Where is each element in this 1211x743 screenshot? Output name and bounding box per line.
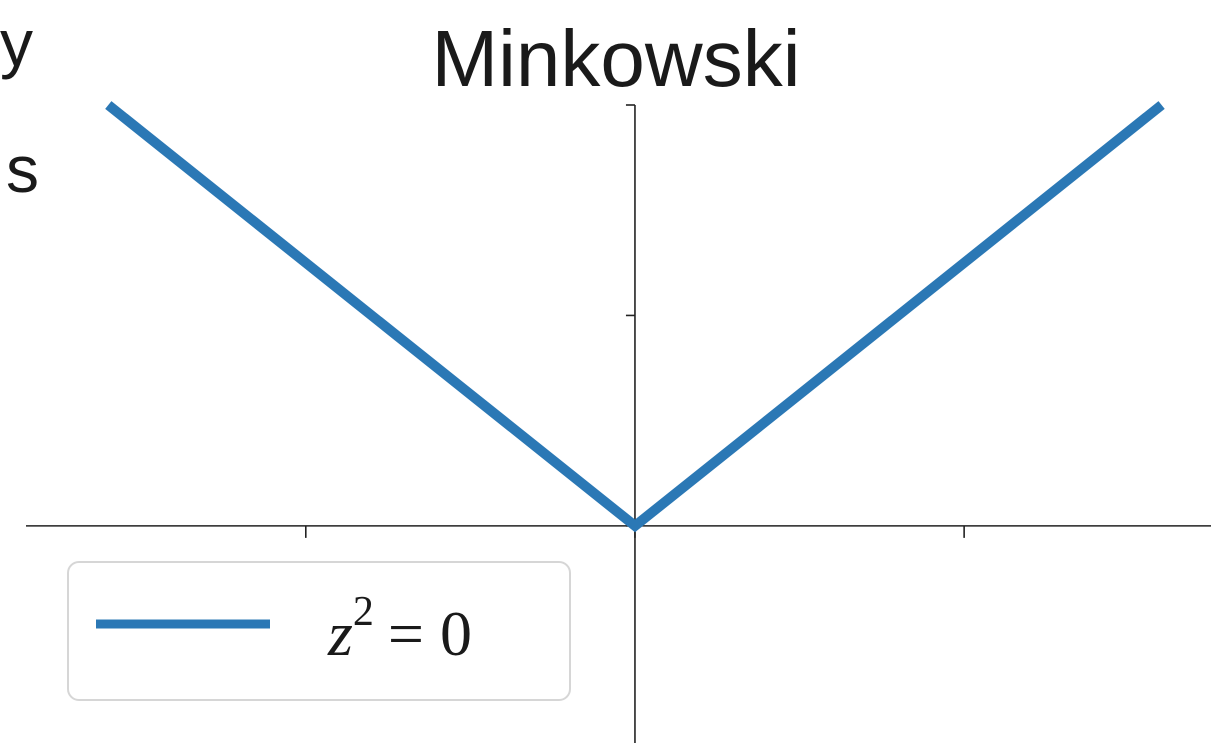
legend-relation: = 0 (388, 598, 472, 669)
series-lines (105, 101, 1165, 533)
cut-off-letter-top: y (0, 6, 33, 80)
legend-exponent: 2 (353, 589, 374, 635)
legend-label: z2 = 0 (327, 589, 472, 669)
chart-title: Minkowski (432, 14, 801, 103)
series-line (105, 101, 1165, 533)
legend-box (67, 561, 571, 701)
legend: z2 = 0 (67, 561, 571, 701)
legend-variable: z (327, 598, 353, 669)
y-ticks (625, 104, 635, 527)
cut-off-letter-middle: s (6, 132, 39, 206)
